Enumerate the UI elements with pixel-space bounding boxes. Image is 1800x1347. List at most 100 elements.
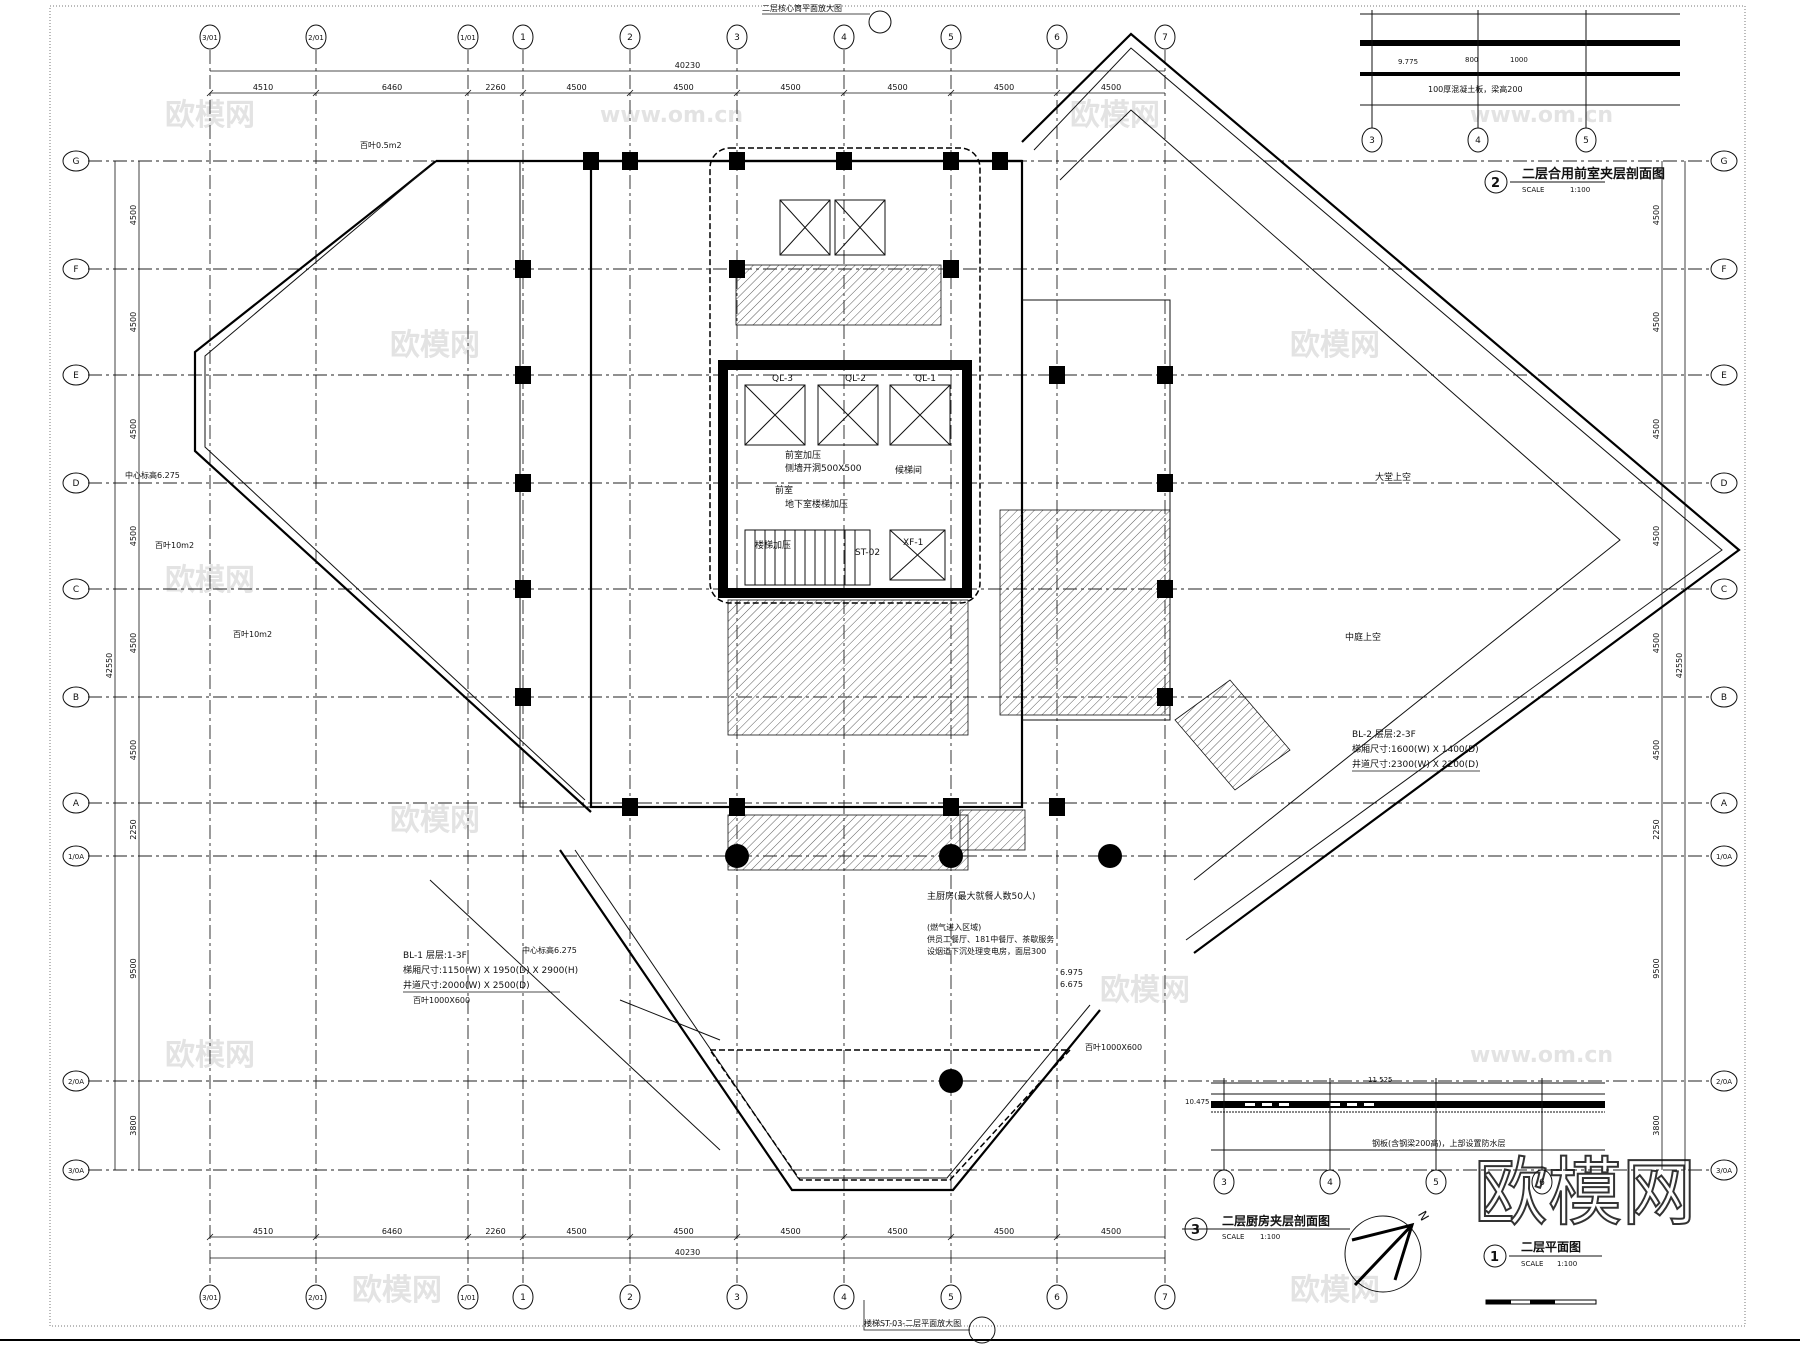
axis-label: 2	[627, 33, 633, 43]
section3-title: 二层厨房夹层剖面图	[1222, 1213, 1330, 1228]
bl1-note: 梯厢尺寸:1150(W) X 1950(D) X 2900(H)	[403, 964, 578, 976]
row-axis-bubble-left: G	[62, 150, 90, 172]
axis-label: 7	[1162, 1293, 1168, 1303]
section2-note: 100厚混凝土板，梁高200	[1428, 84, 1523, 94]
lift-notes: BL-1 层层:1-3F 梯厢尺寸:1150(W) X 1950(D) X 29…	[403, 729, 1480, 993]
louver-note: 百叶10m2	[233, 630, 272, 639]
axis-label: 3/0A	[1716, 1167, 1732, 1175]
row-dimension: 4500	[129, 205, 138, 225]
scale-label: SCALE	[1521, 1260, 1543, 1268]
axis-label: 1	[520, 33, 526, 43]
column-axis-bubble-bottom: 3/01	[199, 1284, 221, 1310]
row-axis-bubble-right: 3/0A	[1710, 1159, 1738, 1181]
dimension-tick	[519, 1233, 527, 1241]
title-section-2: 2 二层合用前室夹层剖面图 SCALE 1:100	[1484, 166, 1665, 194]
column-axis-bubble-top: 1/01	[457, 24, 479, 50]
column-dimension: 4500	[1101, 83, 1121, 92]
section2-axis-bubble: 3	[1361, 127, 1383, 153]
dimension-tick	[947, 1233, 955, 1241]
title-section-3: 3 二层厨房夹层剖面图 SCALE 1:100	[1182, 1213, 1350, 1241]
axis-label: 5	[948, 33, 954, 43]
level-mark: 6.975	[1060, 968, 1083, 977]
column-axis-bubble-bottom: 3	[726, 1284, 748, 1310]
watermarks: 欧模网 欧模网 www.om.cn www.om.cn 欧模网 欧模网 欧模网 …	[165, 98, 1710, 1308]
column-axis-bubble-bottom: 6	[1046, 1284, 1068, 1310]
structural-column	[729, 260, 745, 278]
structural-column	[515, 474, 531, 492]
bl1-note: BL-1 层层:1-3F	[403, 950, 467, 961]
structural-column	[943, 152, 959, 170]
row-dimension: 4500	[129, 740, 138, 760]
building-outline	[193, 32, 1741, 1192]
kitchen-note: 设烟道下沉处理变电房，面层300	[927, 946, 1046, 956]
fire-lift-shaft	[889, 529, 946, 581]
elevator-core	[708, 147, 1072, 1181]
section2-axis-bubble: 4	[1467, 127, 1489, 153]
reference-bottom: 楼梯ST-03-二层平面放大图	[864, 1318, 961, 1328]
column-dimension: 4500	[887, 83, 907, 92]
fire-lift-label: XF-1	[903, 538, 923, 548]
sheet-border	[49, 5, 1746, 1327]
column-dimension: 4500	[994, 1227, 1014, 1236]
dimension-tick	[840, 89, 848, 97]
dimension-tick	[733, 1233, 741, 1241]
lift-shaft-1	[744, 384, 806, 446]
watermark-logo: 欧模网	[390, 328, 480, 363]
axis-label: 3	[734, 33, 740, 43]
level-note: 中心标高6.275	[125, 470, 180, 480]
axis-label: B	[73, 693, 79, 703]
level-mark: 6.675	[1060, 980, 1083, 989]
column-dimension: 4500	[673, 1227, 693, 1236]
section3-note: 钢板(含钢梁200高)，上部设置防水层	[1372, 1138, 1506, 1148]
row-dimension: 3800	[129, 1115, 138, 1135]
watermark-url: www.om.cn	[1470, 103, 1613, 128]
watermark-url: www.om.cn	[1470, 1043, 1613, 1068]
reference-tags: 二层核心筒平面放大图 楼梯ST-03-二层平面放大图	[762, 3, 996, 1344]
structural-column	[515, 366, 531, 384]
overall-dimension: 40230	[675, 1248, 700, 1257]
column-dimension: 4500	[780, 83, 800, 92]
axis-label: 4	[841, 33, 847, 43]
hatched-areas	[727, 264, 1291, 871]
overall-dimension: 40230	[675, 61, 700, 70]
void-label: 中庭上空	[1345, 631, 1381, 643]
column-axis-bubble-bottom: 7	[1154, 1284, 1176, 1310]
louver-note: 百叶0.5m2	[360, 141, 402, 150]
room-label: 侧墙开洞500X500	[785, 462, 862, 474]
section3-level: 10.475	[1185, 1098, 1210, 1106]
axis-label: 3	[1369, 136, 1375, 146]
watermark-logo: 欧模网	[1070, 98, 1160, 133]
column-axis-bubble-bottom: 2/01	[305, 1284, 327, 1310]
scale-label: SCALE	[1222, 1233, 1244, 1241]
structural-column	[943, 260, 959, 278]
column-dimension: 2260	[485, 83, 505, 92]
section2-axis-bubble: 5	[1575, 127, 1597, 153]
column-dimension: 4510	[253, 1227, 273, 1236]
structural-column	[1157, 474, 1173, 492]
column-dimension: 4510	[253, 83, 273, 92]
column-axis-bubble-bottom: 4	[833, 1284, 855, 1310]
axis-label: A	[1721, 799, 1728, 809]
bl2-note: 梯厢尺寸:1600(W) X 1400(D)	[1352, 743, 1479, 755]
structural-column	[1049, 798, 1065, 816]
lift-label: QL-2	[845, 374, 866, 384]
room-label: 前室加压	[785, 449, 821, 461]
axis-label: B	[1721, 693, 1727, 703]
axis-label: 3/01	[202, 1294, 218, 1302]
row-dimension: 4500	[129, 312, 138, 332]
axis-label: 3/0A	[68, 1167, 84, 1175]
room-labels: QL-3 QL-2 QL-1 XF-1 ST-02 前室加压 侧墙开洞500X5…	[125, 141, 1411, 1052]
bl2-note: BL-2 层层:2-3F	[1352, 729, 1416, 740]
axis-label: 6	[1539, 1178, 1545, 1188]
column-axis-bubble-top: 2	[619, 24, 641, 50]
structural-column	[1157, 580, 1173, 598]
axis-label: 7	[1162, 33, 1168, 43]
watermark-url: www.om.cn	[600, 103, 743, 128]
row-dimension: 4500	[1652, 419, 1661, 439]
bl1-note: 井道尺寸:2000(W) X 2500(D)	[403, 979, 530, 991]
structural-column	[515, 580, 531, 598]
column-dimension: 6460	[382, 83, 402, 92]
dimension-tick	[206, 1233, 214, 1241]
section2-title: 二层合用前室夹层剖面图	[1522, 166, 1665, 182]
row-dimension: 4500	[1652, 740, 1661, 760]
